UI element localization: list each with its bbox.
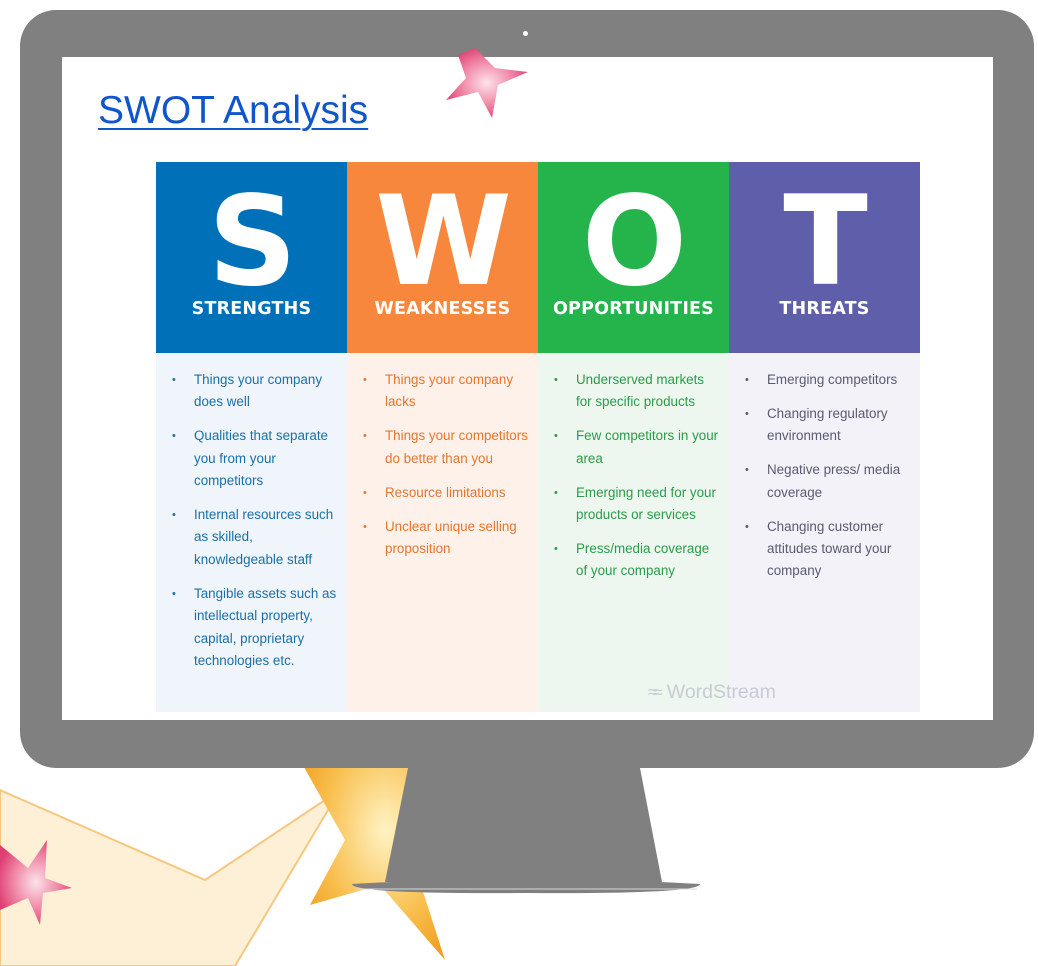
bullet-icon: • — [363, 486, 367, 499]
camera-dot — [523, 31, 528, 36]
strengths-letter: S — [207, 170, 297, 314]
bullet-icon: • — [363, 430, 367, 443]
bullet-icon: • — [745, 520, 749, 533]
bullet-icon: • — [745, 464, 749, 477]
opportunities-heading: OPPORTUNITIES — [552, 299, 714, 319]
weaknesses-header: W WEAKNESSES — [347, 162, 538, 353]
weaknesses-column: W WEAKNESSES •Things your company lacks … — [347, 162, 538, 712]
list-item: •Emerging need for your products or serv… — [554, 482, 719, 527]
list-item: •Resource limitations — [363, 482, 528, 504]
list-item: •Press/media coverage of your company — [554, 538, 719, 583]
weaknesses-heading: WEAKNESSES — [374, 299, 511, 319]
opportunities-body: •Underserved markets for specific produc… — [538, 353, 729, 712]
threats-column: T THREATS •Emerging competitors •Changin… — [729, 162, 920, 712]
bullet-icon: • — [554, 374, 558, 386]
strengths-body: •Things your company does well •Qualitie… — [156, 353, 347, 712]
list-item: •Unclear unique selling proposition — [363, 516, 528, 561]
list-item: •Negative press/ media coverage — [745, 459, 910, 504]
strengths-header: S STRENGTHS — [156, 162, 347, 353]
list-item: •Few competitors in your area — [554, 425, 719, 470]
bullet-icon: • — [363, 520, 367, 533]
list-item: •Internal resources such as skilled, kno… — [172, 504, 337, 571]
list-item: •Changing regulatory environment — [745, 403, 910, 448]
bullet-icon: • — [745, 407, 749, 420]
list-item: •Things your company does well — [172, 369, 337, 414]
threats-body: •Emerging competitors •Changing regulato… — [729, 353, 920, 712]
bullet-icon: • — [363, 374, 367, 386]
slide-screen: SWOT Analysis S STRENGTHS •Things your c… — [62, 57, 993, 720]
bullet-icon: • — [745, 374, 749, 386]
threats-heading: THREATS — [779, 299, 870, 319]
opportunities-letter: O — [581, 170, 687, 314]
wordstream-wave-icon: ≈≈ — [648, 682, 663, 702]
list-item: •Qualities that separate you from your c… — [172, 425, 337, 492]
large-faded-star-icon — [0, 788, 341, 966]
bullet-icon: • — [172, 509, 176, 522]
bullet-icon: • — [554, 542, 558, 555]
slide-title-link[interactable]: SWOT Analysis — [98, 89, 369, 132]
list-item: •Changing customer attitudes toward your… — [745, 516, 910, 583]
swot-board: S STRENGTHS •Things your company does we… — [156, 162, 920, 712]
list-item: •Underserved markets for specific produc… — [554, 369, 719, 414]
strengths-heading: STRENGTHS — [191, 299, 312, 319]
bullet-icon: • — [172, 587, 176, 600]
list-item: •Things your company lacks — [363, 369, 528, 414]
opportunities-column: O OPPORTUNITIES •Underserved markets for… — [538, 162, 729, 712]
bullet-icon: • — [172, 430, 176, 443]
threats-letter: T — [783, 170, 868, 314]
list-item: •Things your competitors do better than … — [363, 425, 528, 470]
threats-header: T THREATS — [729, 162, 920, 353]
bullet-icon: • — [554, 430, 558, 443]
bullet-icon: • — [172, 374, 176, 386]
weaknesses-body: •Things your company lacks •Things your … — [347, 353, 538, 712]
list-item: •Emerging competitors — [745, 369, 910, 391]
weaknesses-letter: W — [375, 170, 512, 314]
opportunities-header: O OPPORTUNITIES — [538, 162, 729, 353]
wordstream-logo: ≈≈WordStream — [648, 681, 776, 703]
strengths-column: S STRENGTHS •Things your company does we… — [156, 162, 347, 712]
bullet-icon: • — [554, 486, 558, 499]
list-item: •Tangible assets such as intellectual pr… — [172, 583, 337, 673]
